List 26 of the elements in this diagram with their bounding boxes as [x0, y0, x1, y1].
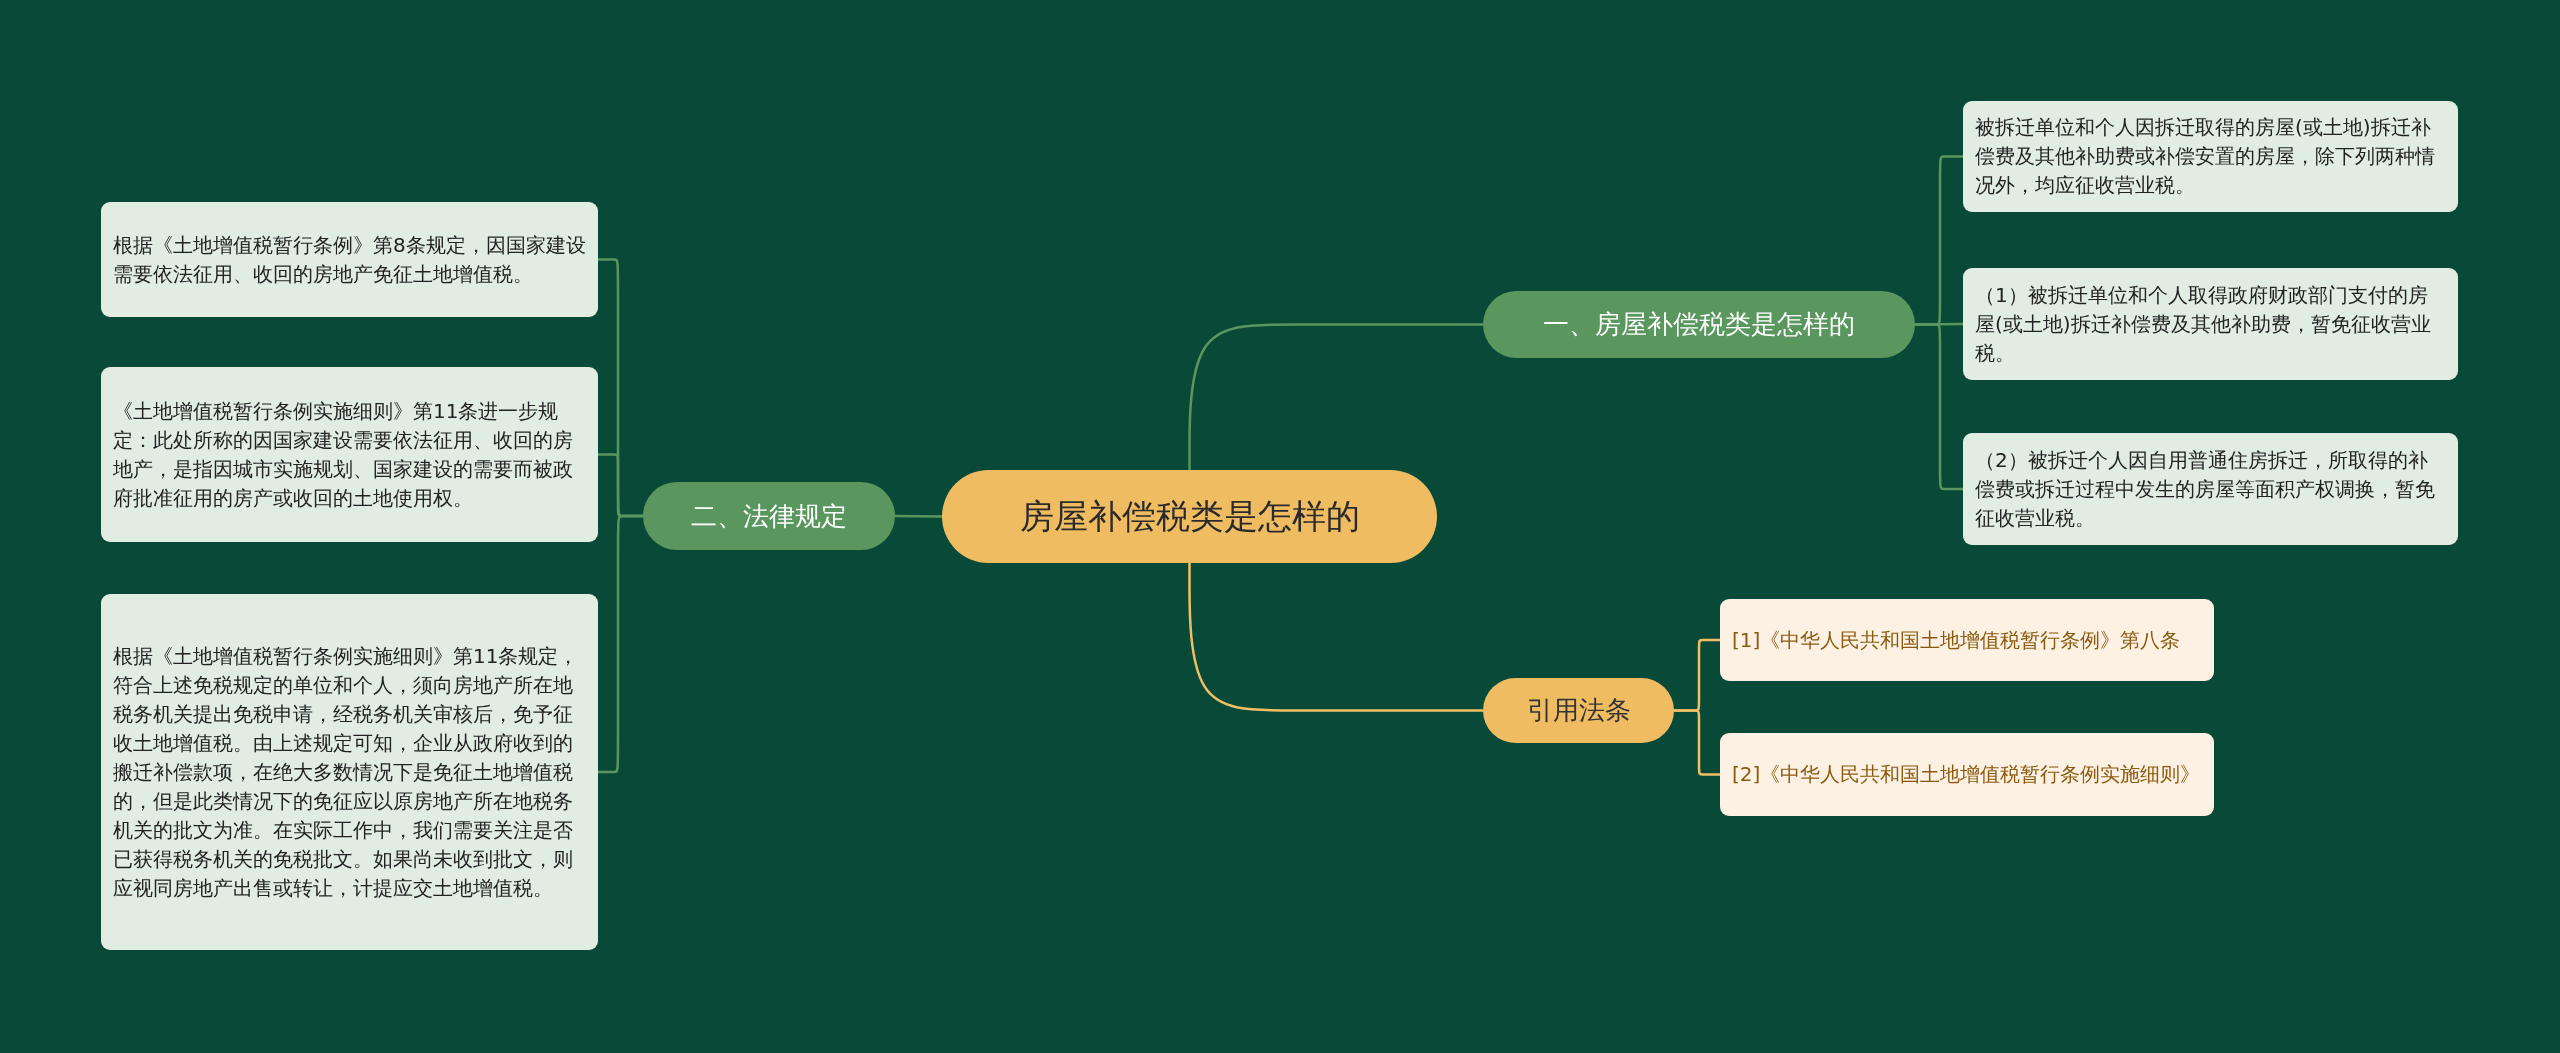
node-text: 根据《土地增值税暂行条例实施细则》第11条规定，符合上述免税规定的单位和个人，须向房地产所在地税务机关提出免税申请，经税务机关审核后，免予征收土地增值税。由上述规定可知，企业从政府收到的搬迁补偿款项，在绝大多数情况下是免征土地增值税的，但是此类情况下的免征应以原房地产所在地税务机关的批文为准。在实际工作中，我们需要关注是否已获得税务机关的免税批文。如果尚未收到批文，则应视同房地产出售或转让，计提应交土地增值税。	[113, 642, 580, 902]
node-text: 根据《土地增值税暂行条例》第8条规定，因国家建设需要依法征用、收回的房地产免征土地增值税。	[113, 231, 586, 288]
node-text: 房屋补偿税类是怎样的	[1019, 494, 1360, 538]
node-text: 一、房屋补偿税类是怎样的	[1543, 308, 1855, 341]
connector-line	[1674, 709, 1720, 776]
node-text: （1）被拆迁单位和个人取得政府财政部门支付的房屋(或土地)拆迁补偿费及其他补助费，暂免征收营业税。	[1975, 281, 2432, 367]
reference-card	[1720, 733, 2214, 816]
connector-line	[1188, 323, 1483, 470]
note-card	[101, 202, 598, 317]
node-text: [1]《中华人民共和国土地增值税暂行条例》第八条	[1732, 626, 2181, 654]
note-card	[101, 594, 598, 950]
connector-line	[1915, 323, 1963, 491]
node-text: （2）被拆迁个人因自用普通住房拆迁，所取得的补偿费或拆迁过程中发生的房屋等面积产权调换，暂免征收营业税。	[1975, 446, 2436, 532]
note-card	[101, 367, 598, 542]
node-text: 《土地增值税暂行条例实施细则》第11条进一步规定：此处所称的因国家建设需要依法征用、收回的房地产，是指因城市实施规划、国家建设的需要而被政府批准征用的房产或收回的土地使用权。	[113, 397, 574, 512]
note-card	[1963, 101, 2458, 212]
connector-line	[598, 514, 643, 774]
connector-line	[895, 514, 942, 518]
note-card	[1963, 433, 2458, 545]
note-card	[1963, 268, 2458, 380]
node-text: 被拆迁单位和个人因拆迁取得的房屋(或土地)拆迁补偿费及其他补助费或补偿安置的房屋，除下列两种情况外，均应征收营业税。	[1975, 114, 2436, 199]
connector-line	[1188, 563, 1483, 712]
node-text: 二、法律规定	[691, 499, 847, 533]
node-text: [2]《中华人民共和国土地增值税暂行条例实施细则》	[1732, 761, 2201, 788]
node-text: 引用法条	[1526, 694, 1631, 727]
reference-card	[1720, 599, 2214, 681]
